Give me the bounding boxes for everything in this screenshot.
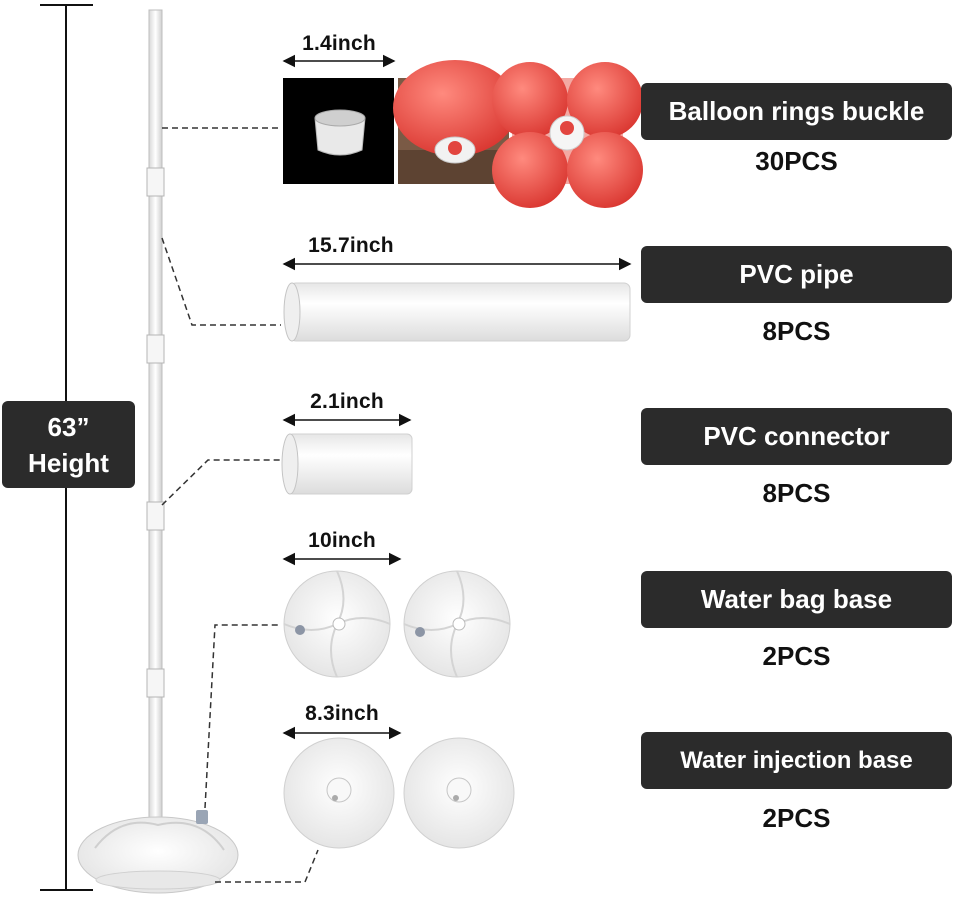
pvc-pipe-image	[283, 282, 631, 342]
dimension-label-pvc-pipe: 15.7inch	[308, 234, 394, 257]
item-qty-pvc-connector: 8PCS	[762, 478, 831, 508]
dimension-label-water-bag-base: 10inch	[308, 529, 376, 552]
water-injection-base-1	[283, 737, 395, 849]
item-label-water-injection-base: Water injection base	[641, 732, 952, 789]
water-bag-base-2	[403, 570, 511, 678]
item-label-water-bag-base: Water bag base	[641, 571, 952, 628]
water-injection-base-2	[403, 737, 515, 849]
item-qty-water-injection-base: 2PCS	[762, 803, 831, 833]
height-value: 63”	[47, 411, 90, 442]
dimension-label-balloon-rings: 1.4inch	[302, 32, 376, 55]
item-qty-balloon-rings-buckle: 30PCS	[755, 146, 838, 176]
dimension-label-pvc-connector: 2.1inch	[310, 390, 384, 413]
ring-photo-1	[283, 78, 394, 184]
ring-photo-3	[492, 62, 643, 208]
leader-lines	[161, 127, 319, 883]
item-qty-pvc-pipe: 8PCS	[762, 316, 831, 346]
dimension-label-water-injection-base: 8.3inch	[305, 702, 379, 725]
balloon-stand-pole	[77, 9, 239, 894]
dimension-arrows	[282, 54, 632, 740]
water-bag-base-1	[283, 570, 391, 678]
item-label-pvc-pipe: PVC pipe	[641, 246, 952, 303]
ring-photo-2	[393, 60, 517, 184]
height-label: 63” Height	[2, 401, 135, 488]
height-text: Height	[28, 447, 109, 478]
item-label-balloon-rings-buckle: Balloon rings buckle	[641, 83, 952, 140]
pvc-connector-image	[281, 433, 413, 495]
item-qty-water-bag-base: 2PCS	[762, 641, 831, 671]
item-label-pvc-connector: PVC connector	[641, 408, 952, 465]
